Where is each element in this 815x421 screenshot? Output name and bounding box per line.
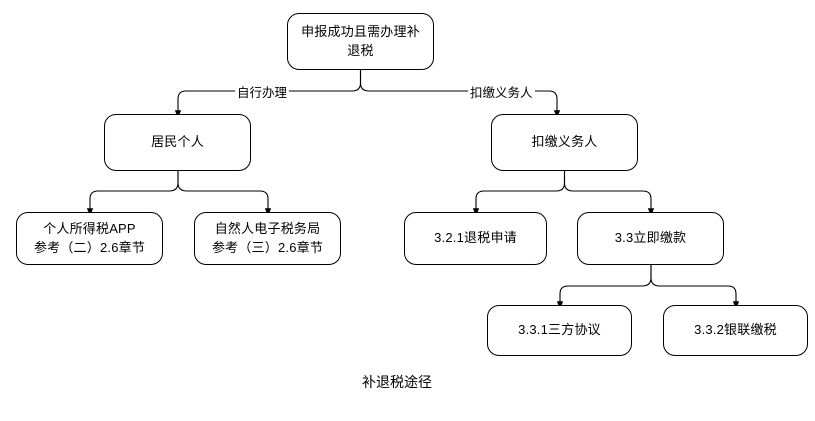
edge-root-to-withholding-agent	[359, 70, 561, 118]
node-label-individual-tax-app-1: 个人所得税APP	[43, 220, 136, 236]
node-label-natural-person-etax-2: 参考（三）2.6章节	[211, 239, 324, 255]
node-natural-person-etax[interactable]: 自然人电子税务局参考（三）2.6章节	[194, 212, 341, 265]
edge-label-root-to-withholding-agent: 扣缴义务人	[468, 86, 535, 101]
node-immediate-payment[interactable]: 3.3立即缴款	[577, 212, 724, 265]
edge-resident-to-individual-tax-app	[86, 171, 179, 216]
node-unionpay-tax-payment[interactable]: 3.3.2银联缴税	[663, 305, 808, 356]
edge-immediate-payment-to-unionpay-tax-payment	[650, 265, 740, 309]
node-label-individual-tax-app-2: 参考（二）2.6章节	[33, 239, 146, 255]
node-label-refund-application: 3.2.1退税申请	[434, 230, 517, 246]
diagram-caption: 补退税途径	[362, 374, 432, 390]
node-tripartite-agreement[interactable]: 3.3.1三方协议	[487, 305, 632, 356]
edge-withholding-agent-to-refund-application	[472, 171, 566, 216]
node-label-natural-person-etax-1: 自然人电子税务局	[214, 220, 321, 236]
node-label-tripartite-agreement: 3.3.1三方协议	[518, 322, 601, 338]
edge-resident-to-natural-person-etax	[177, 171, 272, 216]
node-resident[interactable]: 居民个人	[104, 114, 251, 171]
edge-label-root-to-resident: 自行办理	[235, 86, 290, 101]
node-label-immediate-payment: 3.3立即缴款	[614, 230, 687, 246]
edge-immediate-payment-to-tripartite-agreement	[556, 265, 652, 309]
node-individual-tax-app[interactable]: 个人所得税APP 参考（二）2.6章节	[16, 212, 163, 265]
node-root[interactable]: 申报成功且需办理补退税	[287, 13, 434, 70]
node-label-root: 申报成功且需办理补退税	[301, 23, 420, 58]
node-withholding-agent[interactable]: 扣缴义务人	[491, 114, 638, 171]
node-label-resident: 居民个人	[151, 134, 204, 150]
node-label-unionpay-tax-payment: 3.3.2银联缴税	[694, 322, 777, 338]
edge-withholding-agent-to-immediate-payment	[563, 171, 655, 216]
node-refund-application[interactable]: 3.2.1退税申请	[404, 212, 547, 265]
node-label-withholding-agent: 扣缴义务人	[531, 134, 598, 150]
